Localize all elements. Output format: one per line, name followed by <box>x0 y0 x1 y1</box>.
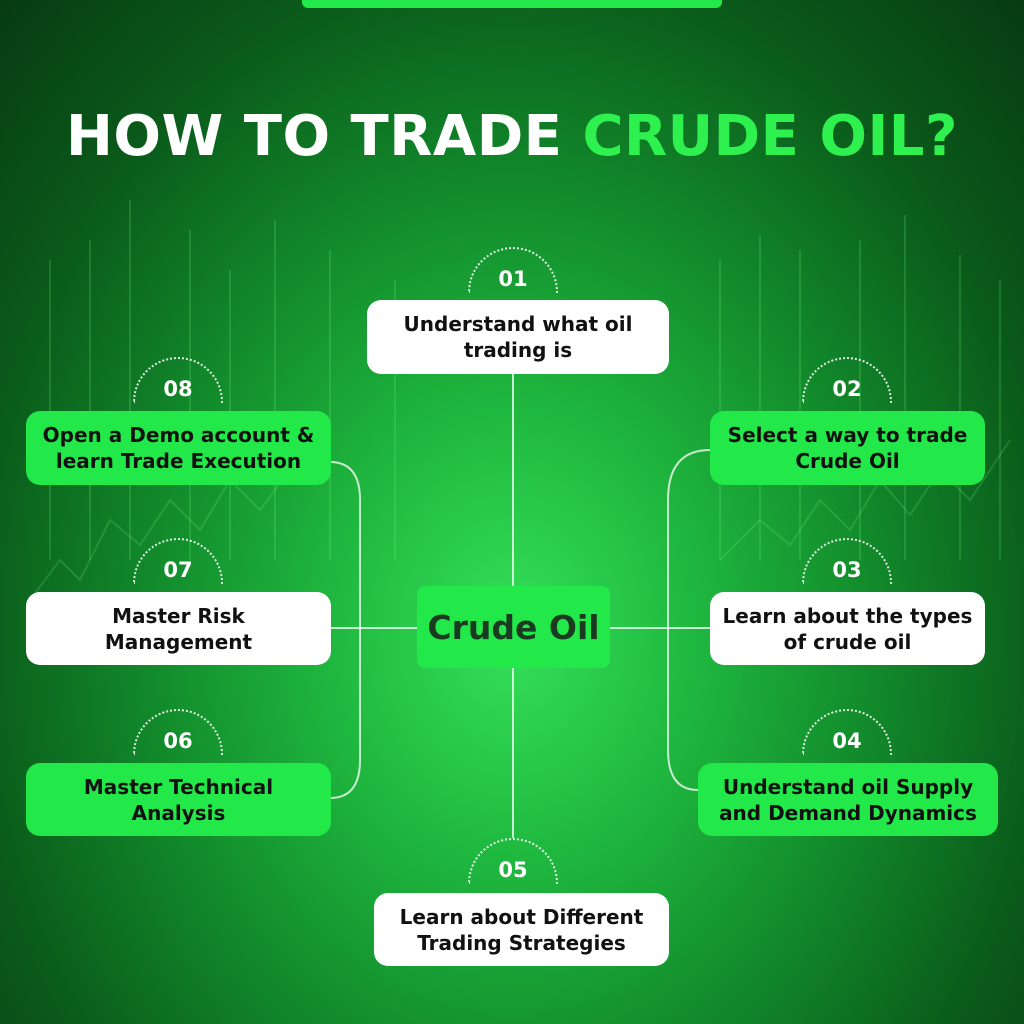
top-banner-bar <box>302 0 722 8</box>
step-01-card: Understand what oil trading is <box>367 300 669 374</box>
page-title: HOW TO TRADE CRUDE OIL? <box>0 104 1024 169</box>
step-05-card: Learn about Different Trading Strategies <box>374 893 669 966</box>
step-04-card: Understand oil Supply and Demand Dynamic… <box>698 763 998 836</box>
step-06-card: Master Technical Analysis <box>26 763 331 836</box>
title-prefix: HOW TO TRADE <box>66 104 563 169</box>
step-03-card: Learn about the types of crude oil <box>710 592 985 665</box>
center-node-crude-oil: Crude Oil <box>417 586 610 668</box>
title-highlight: CRUDE OIL? <box>582 104 958 169</box>
step-02-card: Select a way to trade Crude Oil <box>710 411 985 485</box>
step-07-card: Master Risk Management <box>26 592 331 665</box>
step-06-number: 06 <box>133 709 223 755</box>
step-08-card: Open a Demo account & learn Trade Execut… <box>26 411 331 485</box>
